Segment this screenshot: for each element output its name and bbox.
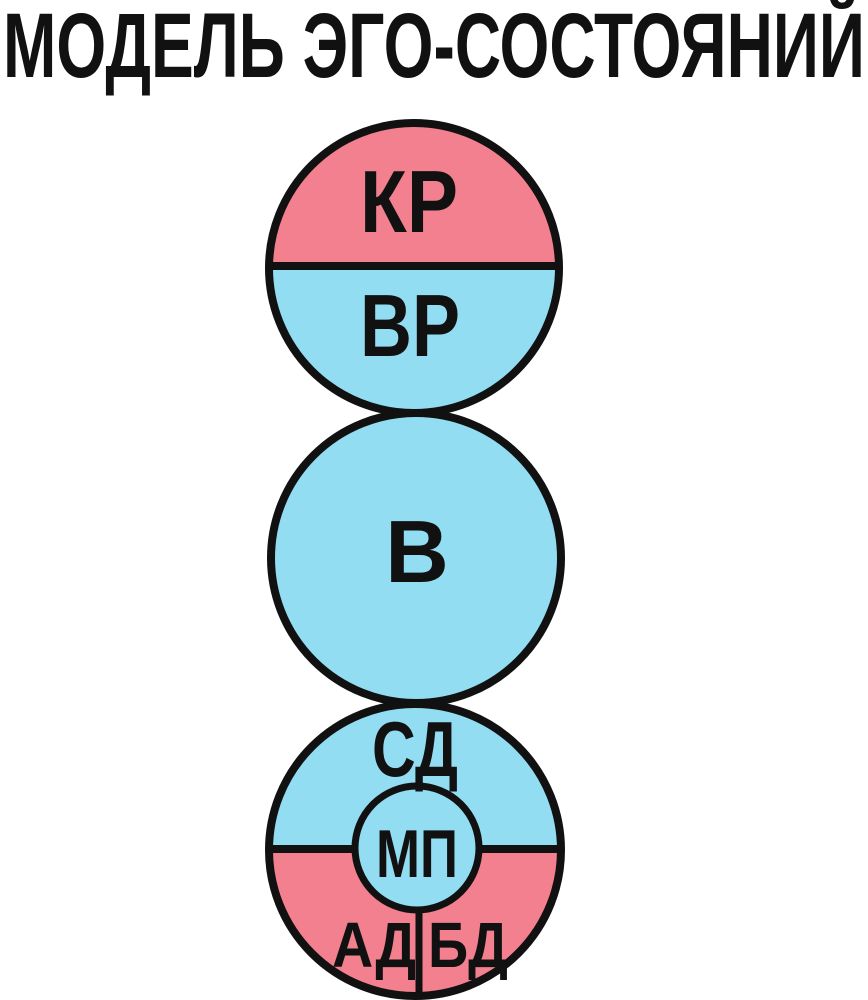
little-professor-label: МП [376,816,458,892]
adult-label: В [385,502,449,601]
adult-circle-fill [271,413,561,703]
child-circle-outline [265,700,565,1000]
free-child-label: СД [372,705,458,793]
nurturing-parent-label: ВР [360,276,460,375]
page-title: МОДЕЛЬ ЭГО-СОСТОЯНИЙ [3,0,865,97]
child-circle: СД МП АД БД [265,700,565,1000]
parent-circle: КР ВР [265,119,563,417]
nurturing-parent-half [269,268,559,413]
critical-parent-label: КР [360,152,458,251]
adapted-child-half [269,850,561,996]
little-professor-circle [355,786,479,910]
adaptive-child-label: АД [332,909,416,981]
critical-parent-half [269,123,559,268]
adult-circle: В [267,409,565,707]
free-child-half [269,704,561,850]
rebellious-child-label: БД [428,909,508,981]
